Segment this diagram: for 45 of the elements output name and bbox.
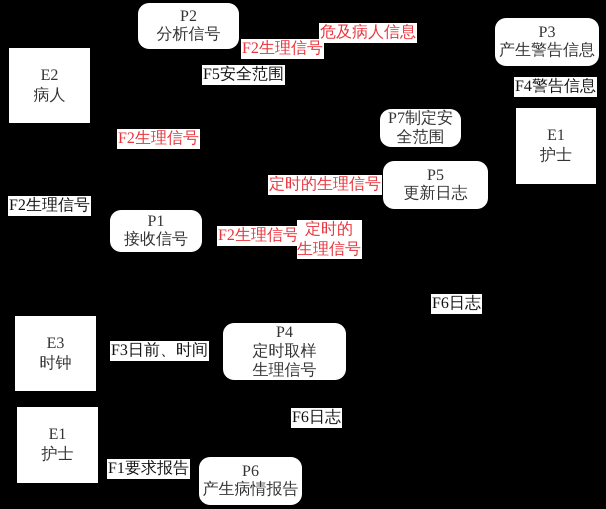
process-box — [110, 210, 202, 252]
process-box — [380, 109, 461, 147]
process-name: 分析信号 — [156, 26, 220, 44]
process-box — [495, 18, 599, 66]
process-code: P1 — [148, 213, 164, 231]
entity-name: 病人 — [34, 86, 66, 106]
flow-label: 定时的生理信号 — [297, 220, 362, 259]
flow-label: F2生理信号 — [117, 129, 200, 149]
entity-name: 时钟 — [40, 354, 72, 374]
process-code: P3 — [538, 24, 556, 42]
flow-label: F2生理信号 — [241, 39, 324, 59]
process-box — [199, 457, 302, 505]
flow-label: F4警告信息 — [514, 77, 597, 97]
entity-code: E1 — [48, 425, 66, 445]
process-name: 定时取样生理信号 — [252, 342, 318, 380]
process-name: 产生警告信息 — [499, 42, 595, 60]
entity-box — [17, 407, 98, 483]
entity-box — [15, 316, 96, 391]
process-code: P6 — [242, 463, 259, 480]
entity-code: E1 — [547, 126, 565, 146]
entity-name: 护士 — [42, 445, 74, 465]
process-name: 接收信号 — [124, 231, 188, 249]
flow-label: 危及病人信息 — [319, 23, 417, 43]
process-code: P5 — [427, 167, 444, 184]
process-box — [383, 161, 488, 209]
flow-label: F5安全范围 — [202, 65, 285, 85]
process-code: P2 — [180, 8, 197, 26]
entity-name: 护士 — [540, 146, 572, 166]
entity-box — [9, 48, 90, 123]
flow-label: F6日志 — [431, 294, 482, 314]
entity-code: E3 — [46, 334, 64, 354]
flow-label: F3日前、时间 — [110, 341, 209, 361]
process-code: P4 — [276, 323, 293, 342]
flow-label: F2生理信号 — [217, 226, 300, 246]
process-box — [138, 3, 239, 49]
process-box — [223, 323, 346, 380]
flow-label: F6日志 — [291, 408, 342, 428]
process-label: P7制定安全范围 — [387, 109, 454, 147]
process-name: 产生病情报告 — [202, 481, 298, 499]
flow-label: F2生理信号 — [8, 196, 91, 216]
entity-box — [516, 108, 596, 184]
flow-label: 定时的生理信号 — [268, 175, 382, 195]
process-name: 更新日志 — [404, 185, 468, 203]
flow-label: F1要求报告 — [107, 459, 190, 479]
entity-code: E2 — [40, 66, 58, 86]
